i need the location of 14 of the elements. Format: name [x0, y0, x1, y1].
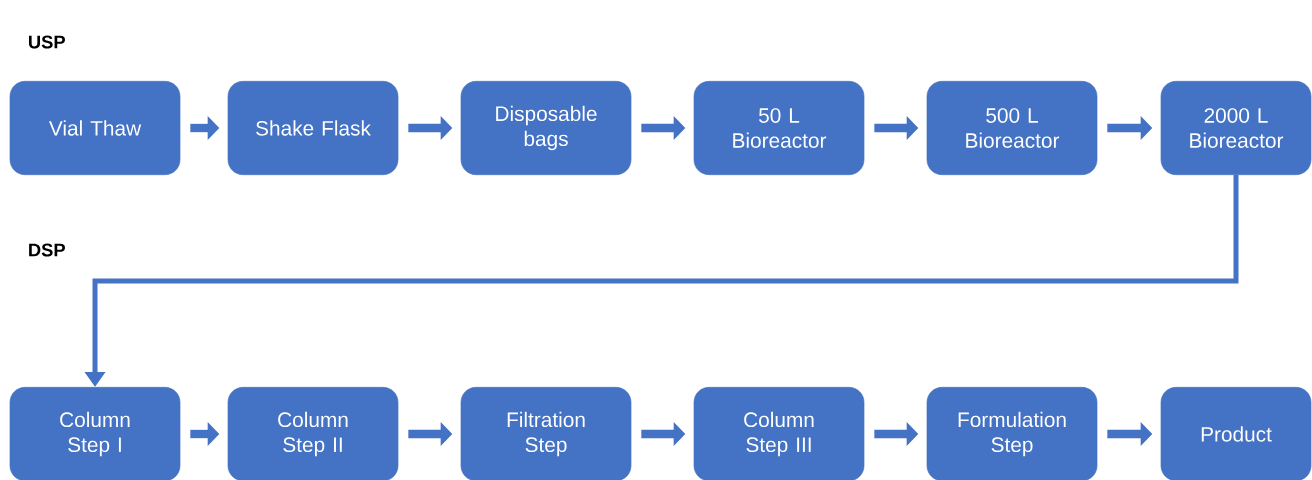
process-box: Column Step I — [9, 387, 181, 480]
section-label: DSP — [29, 243, 65, 257]
process-box: 50 L Bioreactor — [693, 81, 865, 175]
process-box: Vial Thaw — [9, 81, 181, 175]
process-box: Column Step III — [693, 387, 865, 480]
process-box: Column Step II — [227, 387, 399, 480]
section-label: USP — [29, 35, 65, 49]
process-box: 2000 L Bioreactor — [1160, 81, 1312, 175]
process-box: Formulation Step — [926, 387, 1098, 480]
process-box: Shake Flask — [227, 81, 399, 175]
process-box: Disposable bags — [460, 81, 632, 175]
process-box: Filtration Step — [460, 387, 632, 480]
process-box: 500 L Bioreactor — [926, 81, 1098, 175]
process-box: Product — [1160, 387, 1312, 480]
